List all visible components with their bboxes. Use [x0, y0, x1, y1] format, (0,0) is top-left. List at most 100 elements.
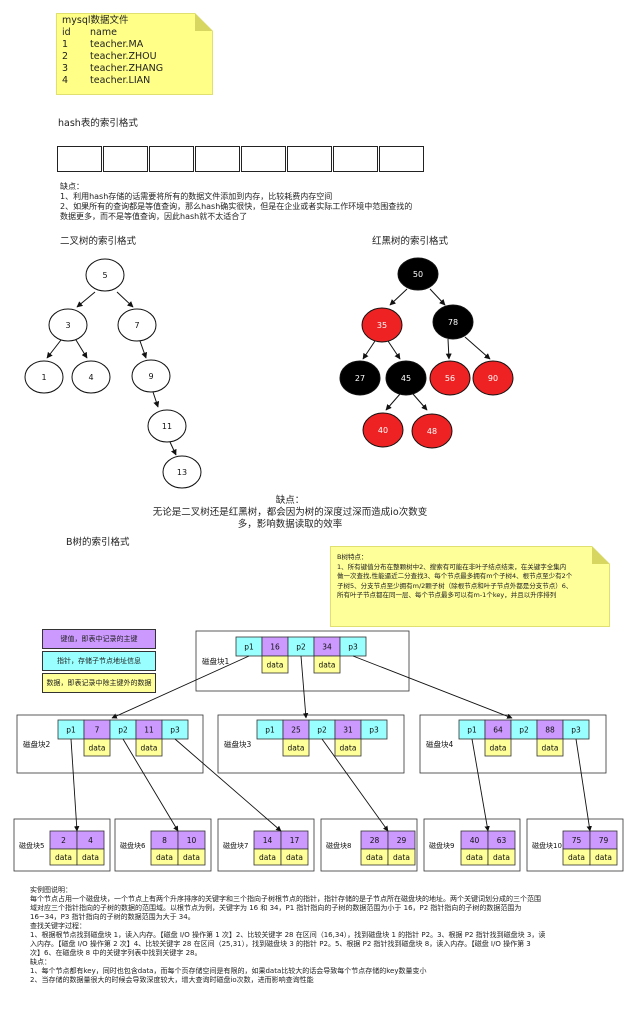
data-cell — [487, 848, 516, 866]
tree-drawback-line: 无论是二叉树还是红黑树，都会因为树的深度过深而造成io次数变 — [152, 507, 428, 518]
bst-node-label: 9 — [148, 372, 153, 381]
rbt-node — [429, 360, 471, 396]
key-cell-label: 17 — [290, 836, 300, 845]
explanation-line: 每个节点占用一个磁盘块，一个节点上有两个升序排序的关键字和三个指向子树根节点的指… — [30, 895, 541, 903]
note-fold — [592, 546, 610, 564]
data-cell — [484, 738, 512, 757]
data-cell-label: data — [595, 853, 612, 862]
pointer-cell-label: p2 — [519, 726, 529, 735]
pointer-arrow — [575, 738, 592, 832]
data-cell-label: data — [267, 661, 284, 670]
bst-node — [85, 258, 125, 292]
data-cell-label: data — [183, 853, 200, 862]
bst-node-label: 4 — [88, 373, 93, 382]
legend-key: 键值，即表中记录的主键 — [42, 629, 156, 649]
btree-features-note: B树特点： 1、所有键值分布在整颗树中2、搜索有可能在非叶子结点结束，在关键字全… — [330, 546, 610, 627]
bst-node — [71, 360, 111, 394]
data-cell — [334, 738, 362, 757]
data-cell-label: data — [493, 853, 510, 862]
key-cell-label: 11 — [144, 726, 154, 735]
disk-block-label: 磁盘块10 — [532, 841, 562, 850]
bst-node — [147, 409, 187, 443]
disk-block-label: 磁盘块3 — [224, 739, 251, 749]
explanation-line: 1、根据根节点找到磁盘块 1，读入内存。【磁盘 I/O 操作第 1 次】2、比较… — [30, 931, 546, 939]
bst-node-label: 1 — [41, 373, 46, 382]
hash-cell — [241, 146, 286, 172]
btree-title: B树的索引格式 — [66, 537, 130, 548]
disk-block-label: 磁盘块1 — [202, 656, 229, 666]
data-cell — [313, 655, 341, 674]
key-cell-label: 16 — [270, 643, 280, 652]
key-cell-label: 10 — [187, 836, 197, 845]
rbt-node-label: 48 — [427, 427, 437, 436]
tree-drawback: 缺点： 无论是二叉树还是红黑树，都会因为树的深度过深而造成io次数变 多，影响数… — [100, 495, 480, 531]
table-row-3-id: 3 — [62, 63, 69, 74]
btree-features-text: B树特点： 1、所有键值分布在整颗树中2、搜索有可能在非叶子结点结束，在关键字全… — [337, 553, 605, 601]
disk-block-label: 磁盘块4 — [426, 739, 453, 749]
bst-node-label: 5 — [102, 271, 107, 280]
bst-node-label: 11 — [162, 422, 172, 431]
data-cell-label: data — [288, 744, 305, 753]
hash-cell — [287, 146, 332, 172]
pointer-cell-label: p3 — [571, 726, 581, 735]
btree-features-line: 1、所有键值分布在整颗树中2、搜索有可能在非叶子结点结束，在关键字全集内 — [337, 562, 567, 571]
data-cell-label: data — [542, 744, 559, 753]
rbt-node-label: 27 — [355, 374, 365, 383]
rbt-node — [411, 413, 453, 449]
explanation-text: 实例图说明： 每个节点占用一个磁盘块，一个节点上有两个升序排序的关键字和三个指向… — [30, 886, 605, 985]
data-cell-label: data — [141, 744, 158, 753]
key-cell-label: 34 — [322, 643, 332, 652]
rbt-node-label: 35 — [377, 321, 387, 330]
pointer-arrow — [352, 655, 513, 719]
rbt-node-label: 78 — [448, 318, 458, 327]
rbt-node-label: 56 — [445, 374, 455, 383]
rbt-node — [472, 360, 514, 396]
explanation-line: 入内存。【磁盘 I/O 操作第 2 次】4、比较关键字 28 在区间（25,31… — [30, 940, 531, 948]
hash-title: hash表的索引格式 — [58, 118, 138, 129]
table-note: mysql数据文件 id name 1 teacher.MA 2 teacher… — [56, 13, 213, 95]
data-cell-label: data — [259, 853, 276, 862]
tree-drawback-line: 多，影响数据读取的效率 — [237, 519, 343, 530]
bst-node-label: 7 — [134, 321, 139, 330]
pointer-cell-label: p1 — [265, 726, 275, 735]
explanation-line: 次】6、在磁盘块 8 中的关键字列表中找到关键字 28。 — [30, 949, 202, 957]
explanation-line: 16~34，P3 指针指向的子树的数据范围为大于 34。 — [30, 913, 195, 921]
hash-cell — [333, 146, 378, 172]
data-cell-label: data — [89, 744, 106, 753]
rbt-node — [362, 412, 404, 448]
table-row-1-id: 1 — [62, 39, 69, 50]
bst-node — [162, 455, 202, 489]
bst-node-label: 13 — [177, 468, 187, 477]
table-note-title: mysql数据文件 — [62, 15, 129, 26]
data-cell-label: data — [490, 744, 507, 753]
hash-cell — [57, 146, 102, 172]
disk-block-label: 磁盘块2 — [23, 739, 50, 749]
bst-node — [48, 308, 88, 342]
pointer-cell-label: p1 — [467, 726, 477, 735]
table-row-2-id: 2 — [62, 51, 69, 62]
hash-drawback: 缺点： 1、利用hash存储的话需要将所有的数据文件添加到内存，比较耗费内存空间… — [60, 182, 480, 222]
key-cell-label: 29 — [397, 836, 407, 845]
data-cell — [536, 738, 564, 757]
pointer-cell-label: p2 — [118, 726, 128, 735]
table-row-2-name: teacher.ZHOU — [90, 51, 157, 62]
explanation-line: 实例图说明： — [30, 886, 72, 894]
pointer-arrow — [471, 738, 490, 832]
rbt-node — [385, 360, 427, 396]
data-cell — [387, 848, 416, 866]
rbt-node — [397, 257, 439, 291]
rbt-node-label: 50 — [413, 270, 423, 279]
data-cell-label: data — [340, 744, 357, 753]
pointer-arrow — [321, 738, 389, 832]
hash-cell — [103, 146, 148, 172]
disk-block-label: 磁盘块7 — [223, 841, 248, 850]
note-fold — [195, 13, 213, 31]
disk-block-label: 磁盘块6 — [120, 841, 146, 850]
explanation-line: 查找关键字过程： — [30, 922, 86, 930]
key-cell-label: 75 — [572, 836, 582, 845]
hash-drawback-line: 数据更多，而不是等值查询，因此hash就不太适合了 — [60, 212, 248, 221]
bst-title: 二叉树的索引格式 — [60, 236, 137, 247]
hash-cell — [195, 146, 240, 172]
legend-data: 数据，即表记录中除主键外的数据 — [42, 673, 156, 693]
